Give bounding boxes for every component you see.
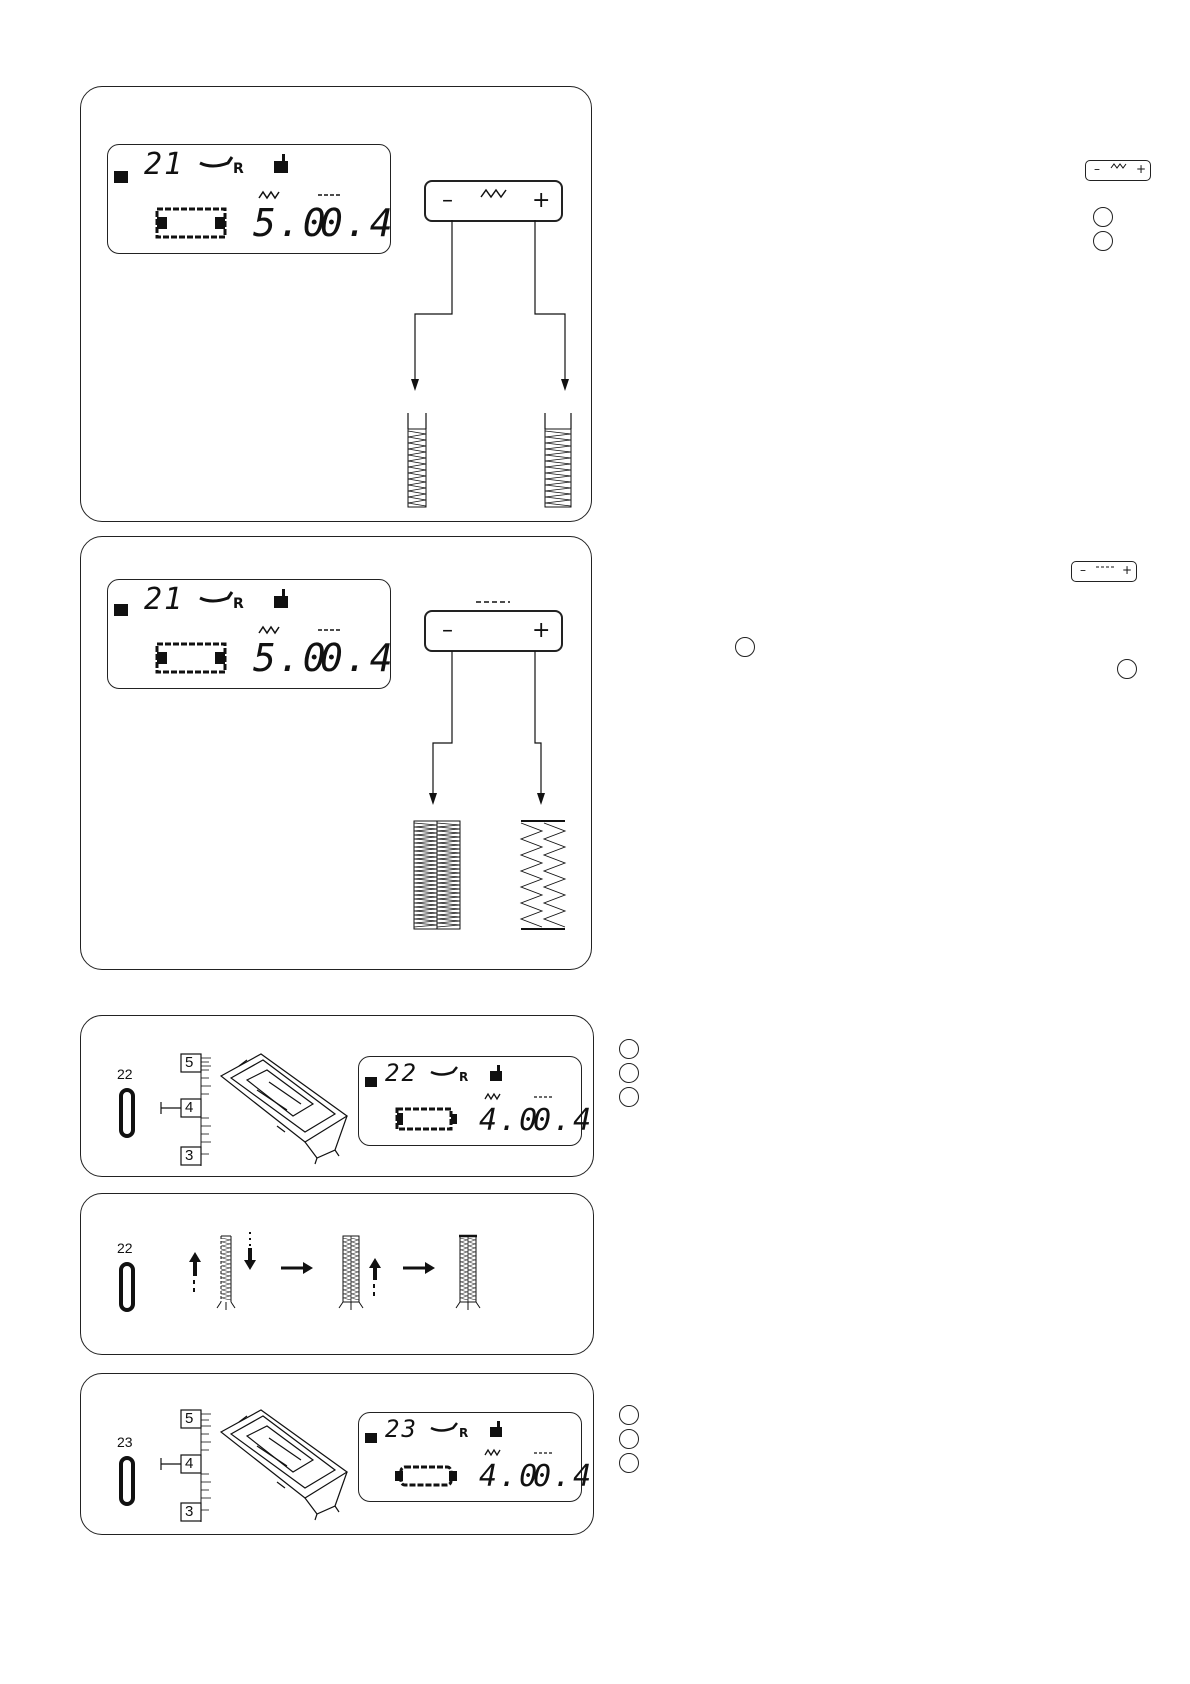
needle-position-icon (490, 1421, 502, 1437)
reference-marker (619, 1453, 639, 1473)
buttonhole-ruler: 5 4 3 (160, 1053, 215, 1166)
memory-icon (114, 604, 128, 616)
buttonhole-shape-icon (155, 642, 227, 674)
reference-marker (1093, 207, 1113, 227)
reference-marker (619, 1087, 639, 1107)
reference-marker (735, 637, 755, 657)
minus-label: – (1094, 162, 1100, 176)
pattern-number-label: 22 (117, 1066, 133, 1082)
length-symbol (534, 1096, 552, 1098)
inline-width-key-icon: – + (1085, 160, 1151, 181)
minus-label: – (442, 188, 453, 213)
foot-letter: R (233, 596, 244, 612)
ruler-mark-3: 3 (185, 1503, 194, 1520)
memory-icon (365, 1077, 377, 1087)
stitch-width-value: 5.0 (253, 201, 328, 245)
pattern-number: 23 (385, 1415, 418, 1443)
presser-foot-icon (430, 1066, 458, 1076)
inline-length-key-icon: – + (1071, 561, 1137, 582)
length-symbol (1096, 566, 1114, 568)
buttonhole-foot-illustration (219, 1409, 349, 1521)
plus-label: + (532, 188, 551, 213)
reference-marker (619, 1063, 639, 1083)
stitch-width-panel: 21 R 5.0 0.4 – + (80, 86, 592, 522)
plus-label: + (1136, 162, 1147, 176)
stitch-width-value: 4.0 (479, 1459, 540, 1494)
reference-marker (619, 1405, 639, 1425)
pattern-number: 21 (144, 147, 185, 182)
lcd-display: 21 R 5.0 0.4 (107, 144, 393, 254)
ruler-mark-5: 5 (185, 1410, 194, 1427)
keyhole-buttonhole-icon (119, 1456, 135, 1506)
memory-icon (114, 171, 128, 183)
needle-position-icon (274, 589, 288, 608)
ruler-mark-3: 3 (185, 1147, 194, 1164)
width-symbol (484, 1092, 501, 1101)
width-symbol (258, 625, 280, 635)
plus-label: + (1122, 563, 1133, 577)
presser-foot-icon (199, 156, 234, 168)
arrow-diagram (407, 220, 572, 508)
width-symbol (480, 188, 507, 199)
buttonhole-icon (119, 1088, 135, 1138)
ruler-mark-5: 5 (185, 1054, 194, 1071)
buttonhole-shape-icon (155, 207, 227, 239)
stitch-length-value: 0.4 (320, 636, 395, 680)
stitch-length-value: 0.4 (533, 1459, 594, 1494)
reference-marker (1093, 231, 1113, 251)
pattern-23-setup-panel: 23 5 4 3 (80, 1373, 594, 1535)
foot-letter: R (233, 161, 244, 177)
pattern-number-label: 22 (117, 1240, 133, 1256)
pattern-number: 22 (385, 1059, 418, 1087)
lcd-display: 22 R 4.0 0.4 (358, 1056, 591, 1146)
stitch-width-value: 4.0 (479, 1103, 540, 1138)
reference-marker (619, 1039, 639, 1059)
stitch-length-key[interactable]: – + (424, 601, 563, 652)
width-symbol (258, 190, 280, 200)
length-symbol (534, 1452, 552, 1454)
buttonhole-shape-icon (395, 1465, 457, 1487)
needle-position-icon (490, 1065, 502, 1081)
presser-foot-icon (199, 591, 234, 603)
length-symbol (318, 194, 340, 196)
stitch-width-value: 5.0 (253, 636, 328, 680)
ruler-mark-4: 4 (185, 1099, 194, 1116)
buttonhole-shape-icon (395, 1107, 457, 1131)
arrow-diagram (413, 651, 567, 930)
minus-label: – (442, 618, 453, 643)
presser-foot-icon (430, 1422, 458, 1432)
stitch-width-key[interactable]: – + (424, 180, 563, 222)
sewing-sequence-panel: 22 (80, 1193, 594, 1355)
width-symbol (1110, 163, 1127, 169)
needle-position-icon (274, 154, 288, 173)
plus-label: + (532, 618, 551, 643)
buttonhole-ruler: 5 4 3 (160, 1409, 215, 1522)
reference-marker (619, 1429, 639, 1449)
length-symbol (318, 629, 340, 631)
foot-letter: R (459, 1426, 469, 1440)
pattern-number-label: 23 (117, 1434, 133, 1450)
reference-marker (1117, 659, 1137, 679)
minus-label: – (1080, 563, 1086, 577)
lcd-display: 21 R 5.0 0.4 (107, 579, 393, 689)
foot-letter: R (459, 1070, 469, 1084)
memory-icon (365, 1433, 377, 1443)
width-symbol (484, 1448, 501, 1457)
sequence-diagram (189, 1232, 481, 1310)
ruler-mark-4: 4 (185, 1455, 194, 1472)
pattern-number: 21 (144, 582, 185, 617)
length-symbol (476, 601, 510, 603)
lcd-display: 23 R 4.0 0.4 (358, 1412, 591, 1502)
buttonhole-icon (119, 1262, 135, 1312)
stitch-length-value: 0.4 (320, 201, 395, 245)
stitch-length-value: 0.4 (533, 1103, 594, 1138)
buttonhole-foot-illustration (219, 1053, 349, 1165)
pattern-22-setup-panel: 22 5 4 3 (80, 1015, 594, 1177)
stitch-length-panel: 21 R 5.0 0.4 – + (80, 536, 592, 970)
